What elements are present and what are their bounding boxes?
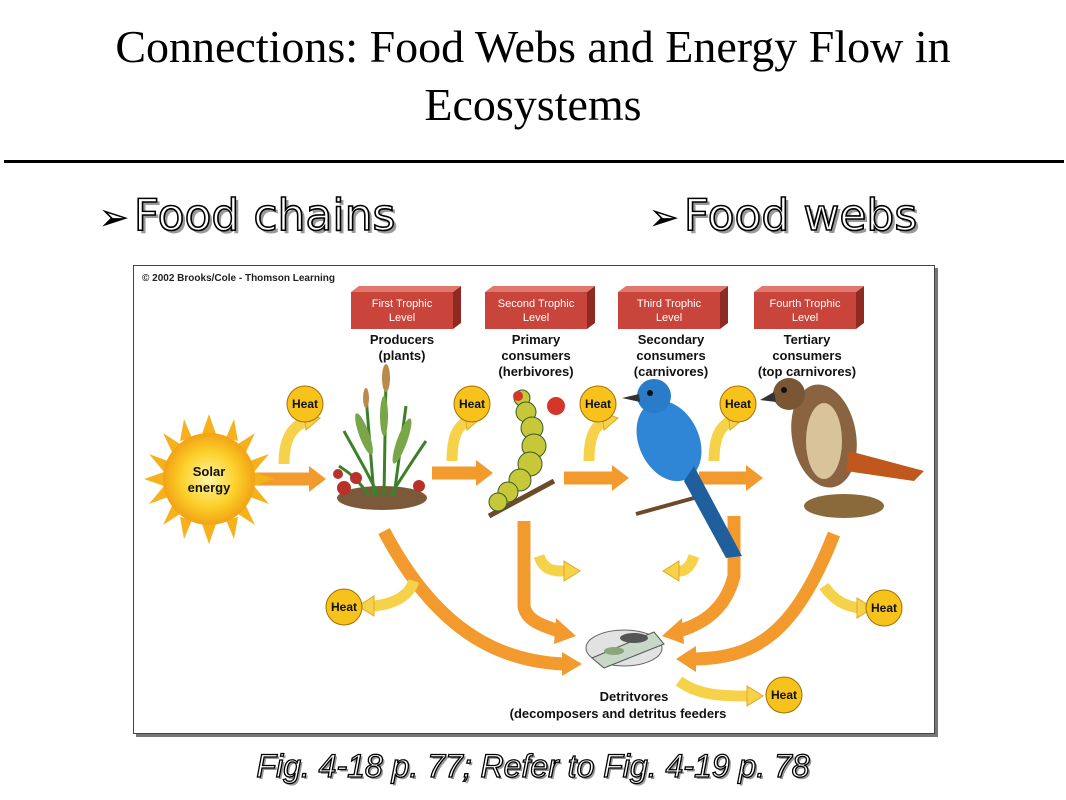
title-line-1: Connections: Food Webs and Energy Flow i… (115, 21, 951, 72)
detritivores-label: Detritvores (600, 689, 669, 704)
tag-line-1: Third Trophic (637, 298, 702, 310)
heat-node-5: Heat (325, 588, 363, 626)
caterpillar-illustration (487, 389, 565, 519)
level-name-4c: (top carnivores) (758, 364, 856, 379)
heat-node-7: Heat (765, 676, 803, 714)
energy-flow-arrowheads (309, 460, 763, 676)
tag-line-2: Level (389, 312, 415, 324)
heat-node-6: Heat (865, 589, 903, 627)
level-name-3b: consumers (636, 348, 705, 363)
sun-label-2: energy (188, 480, 231, 495)
food-web-figure: © 2002 Brooks/Cole - Thomson Learning Fi… (133, 265, 935, 734)
level-name-2b: consumers (501, 348, 570, 363)
bullet-food-webs: ➢Food webs (648, 189, 918, 242)
title-line-2: Ecosystems (424, 79, 642, 130)
level-name-3a: Secondary (638, 332, 705, 347)
detritivores-sublabel: (decomposers and detritus feeders (510, 706, 727, 721)
tag-line-2: Level (792, 312, 818, 324)
energy-flow-arrows (252, 466, 841, 671)
heat-label: Heat (331, 600, 357, 614)
detritivores-illustration (585, 629, 665, 669)
level-name-3c: (carnivores) (634, 364, 708, 379)
tag-line-2: Level (523, 312, 549, 324)
level-name-2c: (herbivores) (498, 364, 573, 379)
arrow-bullet-icon: ➢ (648, 195, 680, 239)
level-name-4a: Tertiary (784, 332, 831, 347)
heat-flow-arrows (278, 415, 860, 702)
hawk-illustration (760, 378, 924, 518)
bullet-label: Food webs (683, 189, 918, 242)
sun-label-1: Solar (193, 464, 226, 479)
bluebird-illustration (622, 379, 742, 558)
plants-illustration (333, 364, 428, 510)
tag-line-1: Fourth Trophic (770, 298, 841, 310)
tag-line-1: Second Trophic (498, 298, 575, 310)
heat-node-4: Heat (719, 385, 757, 423)
tag-line-2: Level (656, 312, 682, 324)
heat-label: Heat (871, 601, 897, 615)
level-name-1a: Producers (370, 332, 434, 347)
title-divider (4, 160, 1064, 163)
heat-node-3: Heat (579, 385, 617, 423)
heat-label: Heat (459, 397, 485, 411)
heat-label: Heat (725, 397, 751, 411)
trophic-tag-2: Second Trophic Level (485, 286, 595, 329)
heat-label: Heat (292, 397, 318, 411)
tag-line-1: First Trophic (372, 298, 433, 310)
trophic-tag-1: First Trophic Level (351, 286, 461, 329)
sun-icon (144, 414, 274, 544)
copyright-note: © 2002 Brooks/Cole - Thomson Learning (142, 273, 335, 284)
heat-label: Heat (585, 397, 611, 411)
level-name-2a: Primary (512, 332, 561, 347)
level-name-1b: (plants) (379, 348, 426, 363)
heat-node-2: Heat (453, 385, 491, 423)
heat-label: Heat (771, 688, 797, 702)
trophic-tag-4: Fourth Trophic Level (754, 286, 864, 329)
bullet-label: Food chains (133, 189, 396, 242)
trophic-tag-3: Third Trophic Level (618, 286, 728, 329)
slide-title: Connections: Food Webs and Energy Flow i… (0, 18, 1066, 134)
bullet-food-chains: ➢Food chains (98, 189, 396, 242)
figure-caption: Fig. 4-18 p. 77; Refer to Fig. 4-19 p. 7… (256, 747, 810, 784)
heat-node-1: Heat (286, 385, 324, 423)
level-name-4b: consumers (772, 348, 841, 363)
arrow-bullet-icon: ➢ (98, 195, 130, 239)
